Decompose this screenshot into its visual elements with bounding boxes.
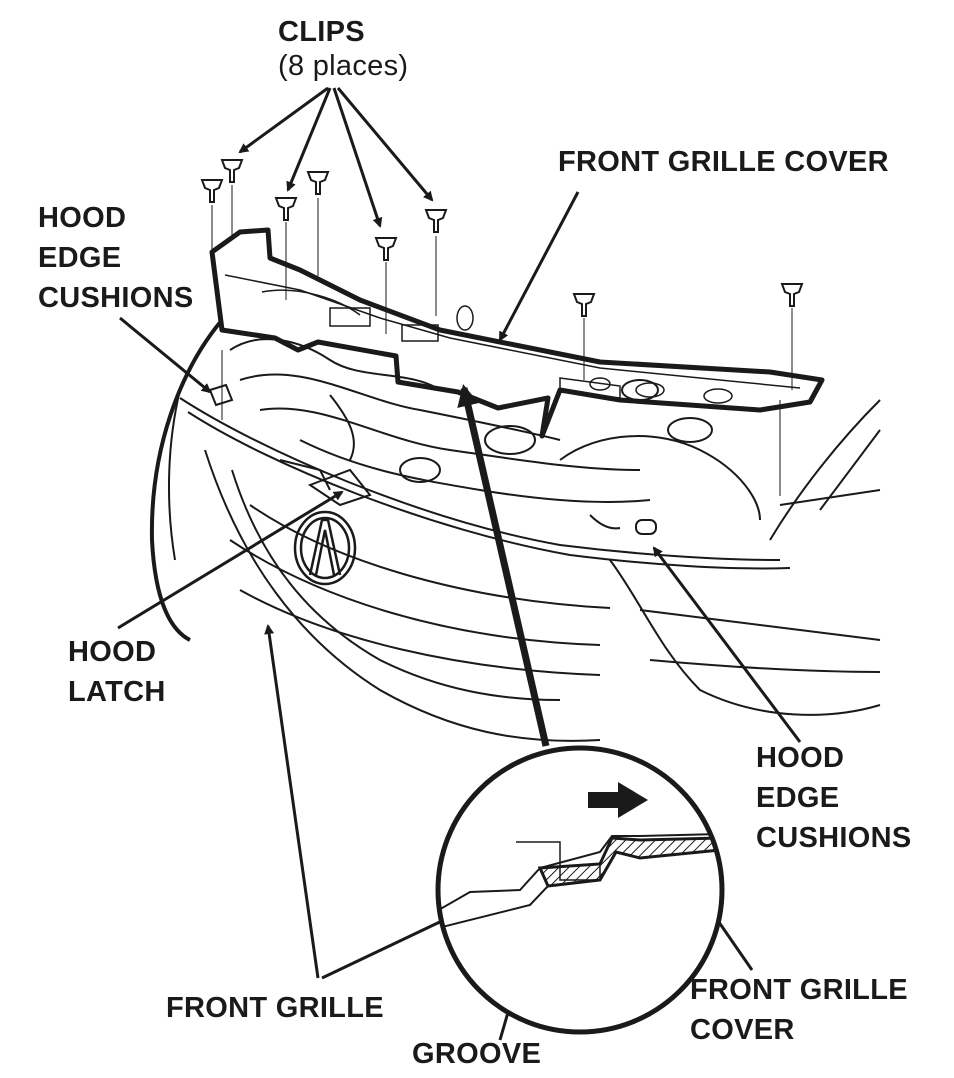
label-hood-latch: HOOD LATCH — [68, 632, 166, 712]
clip-7 — [572, 293, 596, 380]
clip-8 — [780, 283, 804, 390]
label-hood-edge-cushions-right-line-1: HOOD — [756, 742, 845, 774]
label-clips-sub: (8 places) — [278, 50, 409, 82]
label-hood-edge-cushions-left-line-2: EDGE — [38, 242, 122, 274]
emblem — [293, 510, 357, 586]
label-front-grille: FRONT GRILLE — [166, 992, 384, 1024]
clip-2 — [220, 159, 244, 238]
label-groove: GROOVE — [412, 1038, 542, 1070]
label-hood-edge-cushions-left-line-3: CUSHIONS — [38, 282, 194, 314]
clip-4 — [306, 171, 330, 276]
label-hood-latch-line-1: HOOD — [68, 636, 157, 668]
label-hood-latch-line-2: LATCH — [68, 676, 166, 708]
label-front-grille-cover-top: FRONT GRILLE COVER — [558, 146, 889, 178]
detail-circle — [435, 745, 725, 1035]
clip-1 — [200, 179, 224, 262]
label-hood-edge-cushions-left-line-1: HOOD — [38, 202, 127, 234]
label-front-grille-cover-detail-line-1: FRONT GRILLE — [690, 974, 908, 1006]
label-hood-edge-cushions-right: HOOD EDGE CUSHIONS — [756, 738, 911, 858]
front-grille-cover-panel — [209, 227, 825, 439]
label-clips: CLIPS (8 places) — [278, 12, 408, 86]
label-clips-title: CLIPS — [278, 16, 365, 48]
label-front-grille-cover-detail: FRONT GRILLE COVER — [690, 970, 908, 1050]
clips — [200, 159, 804, 496]
clip-6 — [424, 209, 448, 316]
car-body-outline — [149, 318, 881, 742]
clip-5 — [374, 237, 398, 334]
label-hood-edge-cushions-right-line-2: EDGE — [756, 782, 840, 814]
label-front-grille-cover-detail-line-2: COVER — [690, 1014, 795, 1046]
label-hood-edge-cushions-left: HOOD EDGE CUSHIONS — [38, 198, 193, 318]
clip-3 — [274, 197, 298, 300]
label-hood-edge-cushions-right-line-3: CUSHIONS — [756, 822, 912, 854]
